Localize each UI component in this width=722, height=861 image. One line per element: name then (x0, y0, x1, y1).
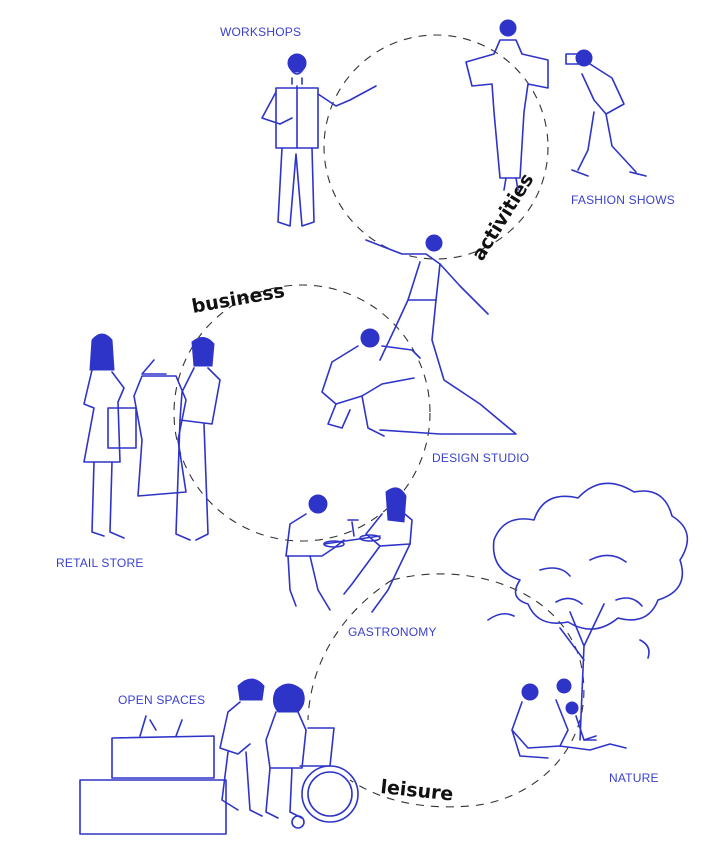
diner-woman-illustration (343, 487, 413, 613)
tree-illustration (487, 482, 689, 741)
label-nature: NATURE (609, 771, 659, 785)
seated-woman-illustration (265, 683, 307, 819)
label-retail-store: RETAIL STORE (56, 556, 144, 570)
model-illustration (465, 19, 549, 191)
bench-illustration (79, 715, 227, 835)
label-workshops: WORKSHOPS (220, 25, 301, 39)
category-leisure: leisure (379, 776, 454, 806)
shopper-left-illustration (83, 333, 137, 539)
dashed-rings (173, 34, 585, 808)
gown-model-illustration (365, 234, 517, 435)
wheelchair-illustration (291, 727, 359, 829)
designer-illustration (321, 328, 421, 437)
label-fashion-shows: FASHION SHOWS (571, 193, 675, 207)
leisure-ring (349, 573, 585, 808)
shopper-right-illustration (175, 337, 221, 541)
label-design-studio: DESIGN STUDIO (432, 451, 529, 465)
dining-table-illustration (323, 519, 381, 548)
label-open-spaces: OPEN SPACES (118, 693, 205, 707)
presenter-illustration (261, 53, 377, 227)
seated-man-illustration (219, 678, 265, 817)
activities-ring (323, 34, 549, 260)
diner-man-illustration (285, 494, 345, 611)
family-illustration (511, 678, 627, 759)
photographer-illustration (565, 49, 647, 177)
leisure-ring-left (307, 579, 393, 721)
hanging-dress-illustration (133, 359, 187, 497)
category-business: business (190, 280, 286, 318)
business-ring (173, 284, 431, 542)
category-activities: activities (468, 170, 539, 265)
label-gastronomy: GASTRONOMY (348, 625, 437, 639)
